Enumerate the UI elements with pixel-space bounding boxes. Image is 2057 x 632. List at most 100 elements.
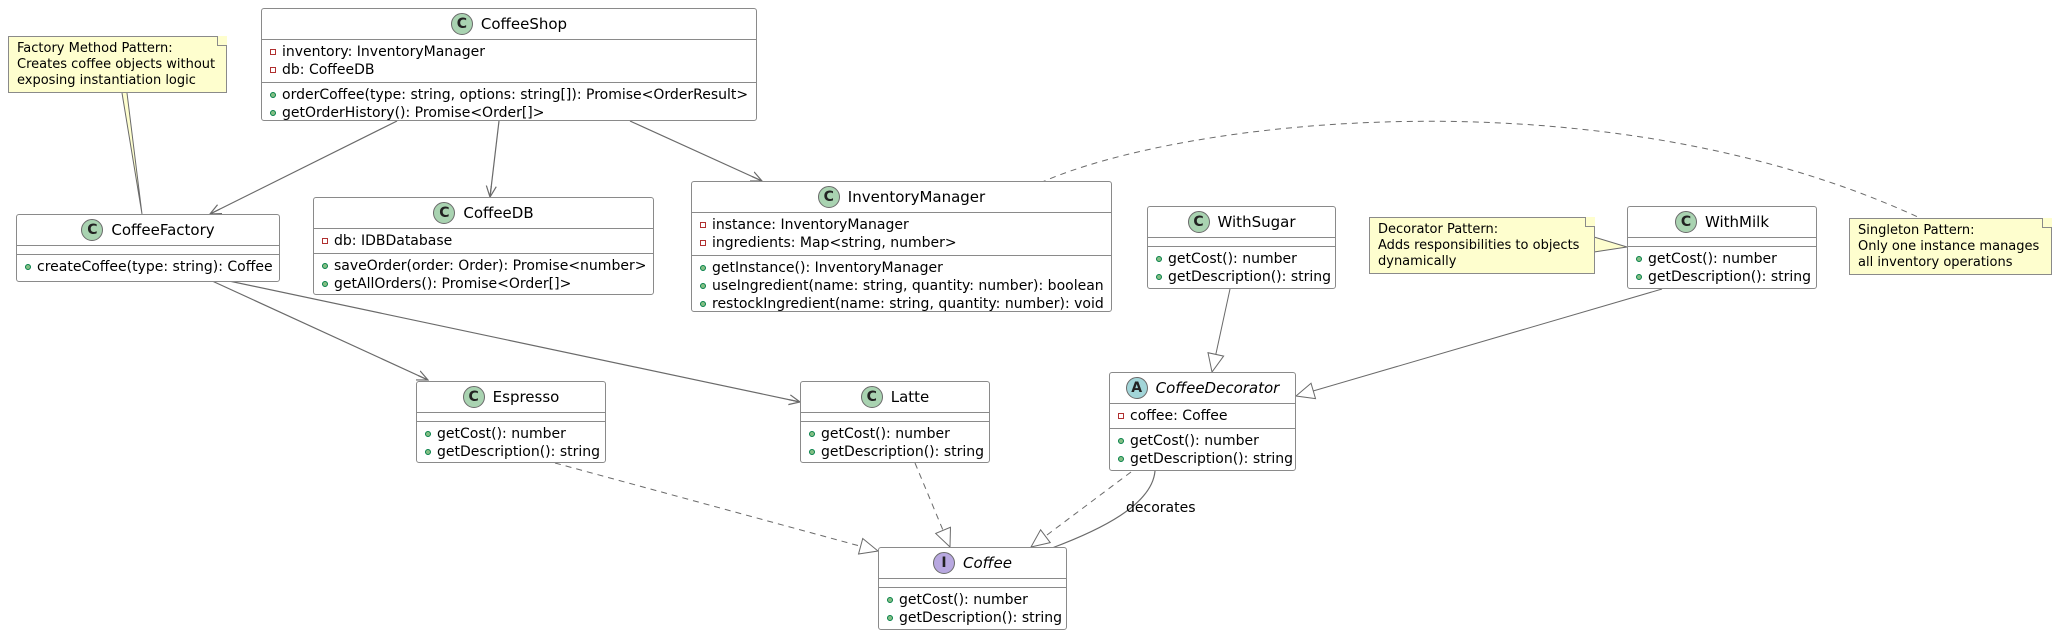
edge-espresso-coffee	[554, 462, 878, 551]
note-decorator-line-2: Adds responsibilities to objects	[1378, 238, 1580, 253]
public-icon	[1156, 274, 1162, 280]
class-header: C CoffeeShop	[262, 9, 756, 39]
class-stereotype-icon: C	[1187, 211, 1210, 233]
method-text: getDescription(): string	[1648, 269, 1812, 285]
method-text: getOrderHistory(): Promise<Order[]>	[282, 105, 545, 121]
methods-section: getCost(): number getDescription(): stri…	[879, 587, 1066, 630]
method-text: getDescription(): string	[821, 444, 985, 460]
class-latte: C Latte getCost(): number getDescription…	[800, 381, 990, 463]
method-row: getCost(): number	[1156, 250, 1327, 268]
private-icon	[270, 49, 276, 55]
public-icon	[322, 281, 328, 287]
public-icon	[700, 283, 706, 289]
method-text: getCost(): number	[1648, 251, 1777, 267]
note-connector-factory	[121, 92, 143, 215]
public-icon	[1118, 456, 1124, 462]
public-icon	[809, 449, 815, 455]
attribute-row: ingredients: Map<string, number>	[700, 234, 1103, 252]
note-factory-line-1: Factory Method Pattern:	[17, 41, 173, 56]
class-stereotype-icon: C	[817, 186, 840, 208]
attribute-row: db: IDBDatabase	[322, 232, 645, 250]
note-factory-line-2: Creates coffee objects without	[17, 57, 216, 72]
attribute-row: coffee: Coffee	[1118, 407, 1287, 425]
attribute-text: ingredients: Map<string, number>	[712, 235, 957, 251]
class-coffee: I Coffee getCost(): number getDescriptio…	[878, 547, 1067, 630]
method-text: getCost(): number	[1168, 251, 1297, 267]
method-row: getCost(): number	[887, 591, 1058, 609]
attributes-section	[417, 412, 605, 421]
attributes-section	[1628, 237, 1816, 246]
private-icon	[270, 67, 276, 73]
attributes-section	[1148, 237, 1335, 246]
method-text: useIngredient(name: string, quantity: nu…	[712, 278, 1104, 294]
class-header: I Coffee	[879, 548, 1066, 578]
class-name: CoffeeShop	[480, 15, 568, 33]
method-text: getCost(): number	[899, 592, 1028, 608]
method-row: getCost(): number	[425, 425, 597, 443]
edge-withmilk-decorator	[1296, 288, 1663, 396]
note-decorator-line-3: dynamically	[1378, 254, 1457, 269]
edge-coffeeshop-coffeedb	[490, 120, 500, 197]
methods-section: getCost(): number getDescription(): stri…	[417, 421, 605, 464]
private-icon	[700, 222, 706, 228]
method-row: useIngredient(name: string, quantity: nu…	[700, 277, 1104, 295]
public-icon	[270, 92, 276, 98]
public-icon	[700, 265, 706, 271]
attributes-section	[801, 412, 989, 421]
class-coffeedb: C CoffeeDB db: IDBDatabase saveOrder(ord…	[313, 197, 654, 295]
edge-coffeeshop-coffeefactory	[210, 120, 398, 214]
edge-decorator-coffee	[1031, 471, 1132, 547]
methods-section: createCoffee(type: string): Coffee	[17, 254, 279, 279]
class-stereotype-icon: C	[1674, 211, 1697, 233]
method-text: saveOrder(order: Order): Promise<number>	[334, 258, 647, 274]
class-coffeedecorator: A CoffeeDecorator coffee: Coffee getCost…	[1109, 372, 1296, 471]
class-header: C Latte	[801, 382, 989, 412]
methods-section: saveOrder(order: Order): Promise<number>…	[314, 253, 653, 296]
edge-withsugar-decorator	[1212, 288, 1231, 372]
class-name: WithSugar	[1217, 213, 1296, 231]
method-row: restockIngredient(name: string, quantity…	[700, 295, 1104, 313]
public-icon	[887, 615, 893, 621]
method-text: getCost(): number	[1130, 433, 1259, 449]
method-row: saveOrder(order: Order): Promise<number>	[322, 257, 647, 275]
method-row: getCost(): number	[1118, 432, 1287, 450]
public-icon	[1636, 256, 1642, 262]
note-decorator-fold	[1585, 217, 1595, 227]
class-header: A CoffeeDecorator	[1110, 373, 1295, 403]
public-icon	[425, 431, 431, 437]
attributes-section: inventory: InventoryManager db: CoffeeDB	[262, 39, 756, 82]
method-text: orderCoffee(type: string, options: strin…	[282, 87, 749, 103]
method-row: getDescription(): string	[809, 443, 985, 461]
note-singleton-line-2: Only one instance manages	[1858, 239, 2040, 254]
method-text: getDescription(): string	[899, 610, 1063, 626]
class-name: CoffeeDB	[463, 204, 534, 222]
public-icon	[270, 110, 276, 116]
attribute-row: db: CoffeeDB	[270, 61, 748, 79]
method-text: getAllOrders(): Promise<Order[]>	[334, 276, 572, 292]
attribute-row: instance: InventoryManager	[700, 216, 1103, 234]
methods-section: getCost(): number getDescription(): stri…	[1148, 246, 1335, 289]
note-connector-singleton	[1039, 120, 1921, 219]
attributes-section: coffee: Coffee	[1110, 403, 1295, 428]
edge-decorator-aggregates-coffee	[1051, 456, 1161, 549]
class-header: C CoffeeFactory	[17, 215, 279, 245]
edge-factory-espresso	[209, 279, 428, 380]
public-icon	[809, 431, 815, 437]
edge-coffeeshop-inventorymanager	[629, 120, 762, 181]
method-text: getInstance(): InventoryManager	[712, 260, 943, 276]
methods-section: orderCoffee(type: string, options: strin…	[262, 82, 756, 125]
method-row: getCost(): number	[809, 425, 981, 443]
class-inventorymanager: C InventoryManager instance: InventoryMa…	[691, 181, 1112, 312]
note-factory-fold	[217, 36, 227, 46]
note-connector-decorator	[1593, 236, 1628, 253]
note-factory-line-3: exposing instantiation logic	[17, 73, 196, 88]
public-icon	[1118, 438, 1124, 444]
edge-latte-coffee	[914, 462, 950, 547]
class-name: Espresso	[492, 388, 560, 406]
class-name: InventoryManager	[847, 188, 986, 206]
public-icon	[322, 263, 328, 269]
class-coffeefactory: C CoffeeFactory createCoffee(type: strin…	[16, 214, 280, 282]
class-stereotype-icon: C	[81, 219, 104, 241]
method-text: getDescription(): string	[1130, 451, 1294, 467]
note-decorator-pattern: Decorator Pattern: Adds responsibilities…	[1369, 217, 1595, 274]
